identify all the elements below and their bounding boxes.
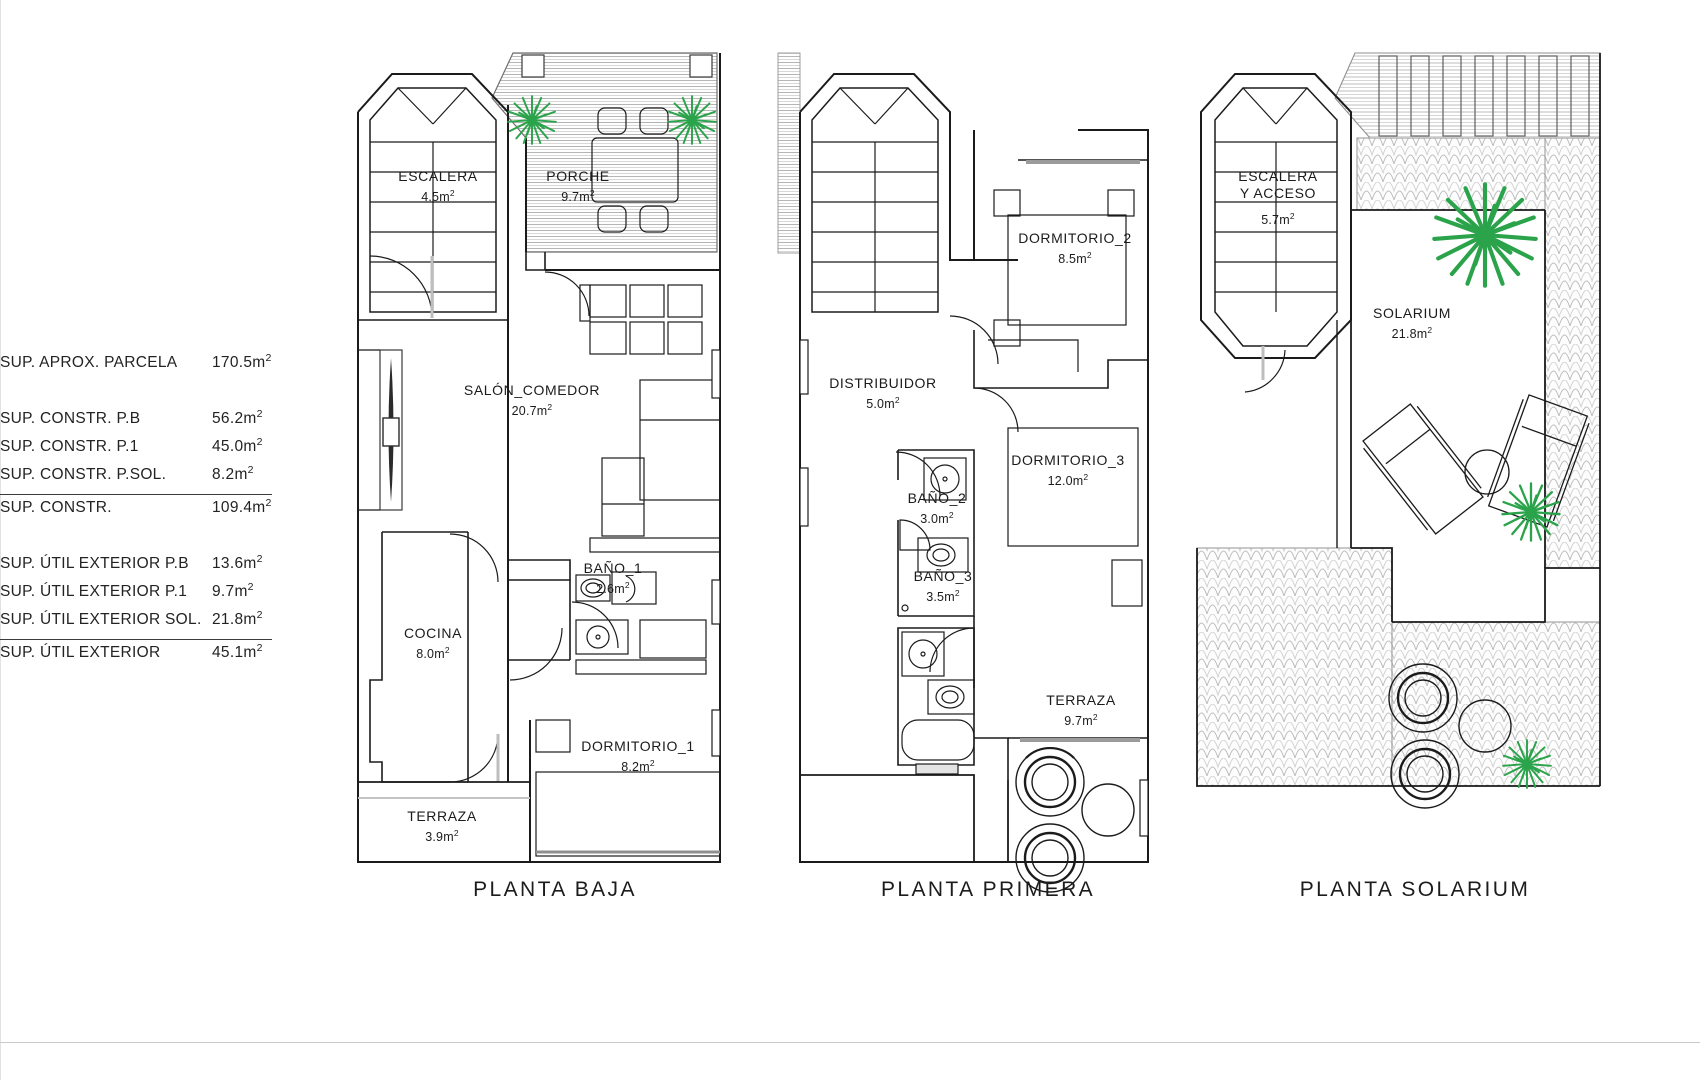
sheet-left-edge — [0, 0, 1, 1080]
legend-row-total: SUP. ÚTIL EXTERIOR 45.1m2 — [0, 642, 292, 670]
planta-primera-drawing — [777, 52, 1149, 893]
floor-plan-planta-baja: ESCALERA 4.5m2 PORCHE 9.7m2 SALÓN_COMEDO… — [340, 20, 750, 960]
legend-spacer — [0, 380, 292, 408]
legend-row-total: SUP. CONSTR. 109.4m2 — [0, 497, 292, 525]
legend-row: SUP. APROX. PARCELA 170.5m2 — [0, 352, 292, 380]
legend-row: SUP. ÚTIL EXTERIOR P.B 13.6m2 — [0, 553, 292, 581]
floor-plan-planta-primera: DORMITORIO_2 8.5m2 DISTRIBUIDOR 5.0m2 DO… — [777, 20, 1178, 960]
legend-label: SUP. CONSTR. P.SOL. — [0, 466, 167, 484]
legend-value: 109.4m2 — [212, 497, 272, 517]
legend-value: 45.1m2 — [212, 642, 263, 662]
floor-plan-planta-solarium: ESCALERA Y ACCESO 5.7m2 SOLARIUM 21.8m2 … — [1185, 20, 1601, 960]
plan-title-planta-solarium: PLANTA SOLARIUM — [1299, 878, 1531, 901]
legend-value: 45.0m2 — [212, 436, 263, 456]
legend-label: SUP. ÚTIL EXTERIOR P.B — [0, 555, 189, 573]
legend-value: 9.7m2 — [212, 581, 254, 601]
sheet-bottom-rule — [0, 1042, 1700, 1043]
legend-spacer — [0, 525, 292, 553]
plan-title-planta-primera: PLANTA PRIMERA — [880, 878, 1096, 901]
palm-icon — [1434, 184, 1535, 285]
legend-label: SUP. ÚTIL EXTERIOR SOL. — [0, 611, 202, 629]
legend-value: 56.2m2 — [212, 408, 263, 428]
legend-value: 170.5m2 — [212, 352, 272, 372]
legend-value: 21.8m2 — [212, 609, 263, 629]
legend-label: SUP. CONSTR. — [0, 499, 112, 517]
legend-label: SUP. ÚTIL EXTERIOR — [0, 644, 161, 662]
legend-value: 13.6m2 — [212, 553, 263, 573]
legend-row: SUP. CONSTR. P.1 45.0m2 — [0, 436, 292, 464]
legend-subtotal-rule — [0, 494, 272, 495]
legend-label: SUP. CONSTR. P.1 — [0, 438, 139, 456]
planta-baja-drawing — [357, 52, 721, 863]
plan-title-planta-baja: PLANTA BAJA — [473, 878, 637, 901]
legend-label: SUP. APROX. PARCELA — [0, 354, 178, 372]
legend-row: SUP. CONSTR. P.B 56.2m2 — [0, 408, 292, 436]
legend-row: SUP. ÚTIL EXTERIOR SOL. 21.8m2 — [0, 609, 292, 637]
planta-solarium-drawing — [1196, 52, 1601, 809]
legend-label: SUP. CONSTR. P.B — [0, 410, 141, 428]
legend-subtotal-rule — [0, 639, 272, 640]
legend-row: SUP. CONSTR. P.SOL. 8.2m2 — [0, 464, 292, 492]
legend-label: SUP. ÚTIL EXTERIOR P.1 — [0, 583, 188, 601]
legend-value: 8.2m2 — [212, 464, 254, 484]
area-schedule-legend: SUP. APROX. PARCELA 170.5m2 SUP. CONSTR.… — [0, 352, 292, 670]
legend-row: SUP. ÚTIL EXTERIOR P.1 9.7m2 — [0, 581, 292, 609]
